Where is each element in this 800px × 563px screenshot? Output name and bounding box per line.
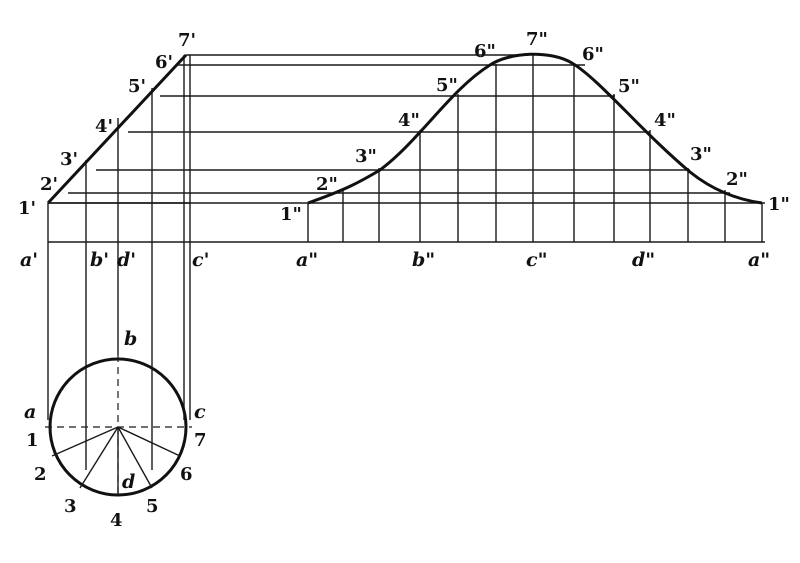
label-5-double-left: 5" xyxy=(436,75,458,96)
label-d-double: d" xyxy=(632,249,655,271)
label-3-double-right: 3" xyxy=(690,144,712,165)
label-d: d xyxy=(122,471,135,493)
label-d-prime: d' xyxy=(117,249,136,271)
label-7: 7 xyxy=(194,430,207,451)
radial-5 xyxy=(117,426,153,489)
label-2: 2 xyxy=(34,464,47,485)
top-point-labels: 1 2 3 4 5 6 7 xyxy=(26,430,207,531)
label-b-prime: b' xyxy=(90,249,109,271)
label-4: 4 xyxy=(110,510,123,531)
label-3: 3 xyxy=(64,496,77,517)
label-1-double-right: 1" xyxy=(768,194,790,215)
label-4-double-right: 4" xyxy=(654,110,676,131)
radial-3 xyxy=(79,426,119,489)
label-c: c xyxy=(194,401,206,423)
label-c-prime: c' xyxy=(192,249,209,271)
radial-6 xyxy=(117,426,181,457)
side-ground-labels: a" b" c" d" a" xyxy=(296,249,770,271)
front-profile-labels: 1' 2' 3' 4' 5' 6' 7' xyxy=(18,30,196,219)
label-c-double: c" xyxy=(526,249,547,271)
label-6-prime: 6' xyxy=(155,52,173,73)
label-a: a xyxy=(24,401,36,423)
label-7-prime: 7' xyxy=(178,30,196,51)
label-a-double-1: a" xyxy=(296,249,318,271)
label-2-double-right: 2" xyxy=(726,169,748,190)
label-2-double-left: 2" xyxy=(316,174,338,195)
label-5: 5 xyxy=(146,496,159,517)
label-b: b xyxy=(124,328,137,350)
label-6-double-left: 6" xyxy=(474,41,496,62)
side-curve xyxy=(307,52,763,205)
label-4-double-left: 4" xyxy=(398,110,420,131)
label-a-prime: a' xyxy=(20,249,38,271)
front-profile-line xyxy=(46,53,188,205)
label-3-double-left: 3" xyxy=(355,146,377,167)
front-ground-labels: a' b' d' c' xyxy=(20,249,209,271)
label-5-prime: 5' xyxy=(128,76,146,97)
label-1: 1 xyxy=(26,430,39,451)
top-view xyxy=(45,242,192,498)
label-1-double-left: 1" xyxy=(280,204,302,225)
label-6: 6 xyxy=(180,464,193,485)
label-4-prime: 4' xyxy=(95,116,113,137)
side-view xyxy=(307,52,763,242)
label-6-double-right: 6" xyxy=(582,44,604,65)
side-curve-labels: 1" 2" 3" 4" 5" 6" 7" 6" 5" 4" 3" 2" 1" xyxy=(280,29,790,225)
label-a-double-2: a" xyxy=(748,249,770,271)
label-7-double-peak: 7" xyxy=(526,29,548,50)
label-5-double-right: 5" xyxy=(618,76,640,97)
top-circle-labels: b a c d xyxy=(24,328,206,493)
label-2-prime: 2' xyxy=(40,174,58,195)
label-b-double: b" xyxy=(412,249,435,271)
label-3-prime: 3' xyxy=(60,149,78,170)
label-1-prime: 1' xyxy=(18,198,36,219)
radial-2 xyxy=(51,426,119,457)
horizontal-projectors xyxy=(48,54,765,204)
